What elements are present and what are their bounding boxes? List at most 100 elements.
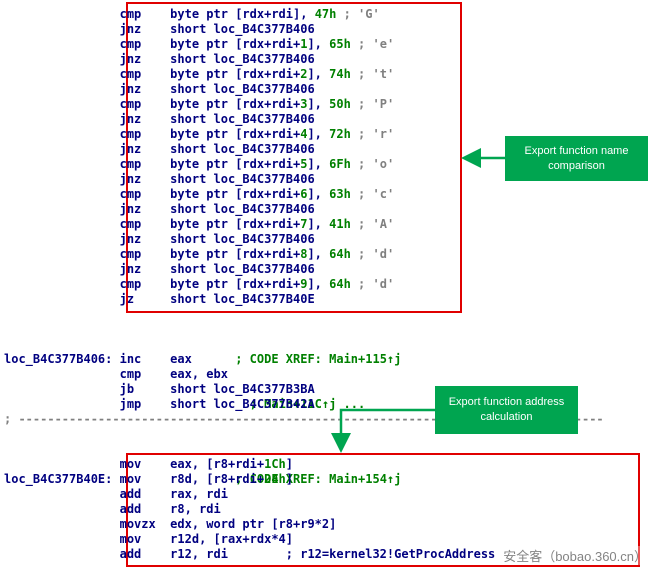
label-loc-40e[interactable]: loc_B4C377B40E: bbox=[4, 472, 113, 486]
asm-line[interactable]: mov r8d, [r8+rdi+24h] bbox=[119, 472, 294, 486]
char-comment: ; 'P' bbox=[350, 97, 395, 111]
operand: short loc_B4C377B406 bbox=[170, 112, 315, 126]
mnemonic: cmp bbox=[119, 247, 171, 261]
mnemonic: cmp bbox=[119, 187, 171, 201]
label-loc-406[interactable]: loc_B4C377B406: bbox=[4, 352, 113, 366]
asm-line[interactable]: jb short loc_B4C377B3BA bbox=[4, 382, 315, 397]
asm-line[interactable]: jnz short loc_B4C377B406 bbox=[4, 232, 394, 247]
asm-line[interactable]: jmp short loc_B4C377B42A bbox=[4, 397, 315, 412]
operand: byte ptr [rdx+rdi+ bbox=[170, 157, 301, 171]
mnemonic: add bbox=[119, 487, 171, 501]
mnemonic: jnz bbox=[119, 82, 171, 96]
asm-line[interactable]: cmp byte ptr [rdx+rdi+8], 64h ; 'd' bbox=[119, 247, 395, 261]
callout-address-calculation-text: Export function address calculation bbox=[448, 396, 565, 423]
asm-line[interactable]: cmp byte ptr [rdx+rdi+9], 64h ; 'd' bbox=[119, 277, 395, 291]
operand: eax, ebx bbox=[170, 367, 228, 381]
mnemonic: mov bbox=[119, 472, 171, 486]
operand: short loc_B4C377B406 bbox=[170, 52, 315, 66]
operand: byte ptr [rdx+rdi+ bbox=[170, 247, 301, 261]
operand: byte ptr [rdx+rdi+ bbox=[170, 277, 301, 291]
asm-line[interactable]: jnz short loc_B4C377B406 bbox=[4, 112, 394, 127]
watermark: 安全客（bobao.360.cn） bbox=[503, 546, 647, 565]
immediate-value: 64h bbox=[329, 277, 351, 291]
operand: short loc_B4C377B406 bbox=[170, 172, 315, 186]
mnemonic: add bbox=[119, 547, 171, 561]
mnemonic: cmp bbox=[119, 217, 171, 231]
asm-line[interactable]: cmp byte ptr [rdx+rdi], 47h ; 'G' bbox=[119, 7, 380, 21]
asm-line[interactable]: jnz short loc_B4C377B406 bbox=[4, 22, 394, 37]
immediate-value: 74h bbox=[329, 67, 351, 81]
mnemonic: jnz bbox=[119, 142, 171, 156]
asm-line[interactable]: cmp byte ptr [rdx+rdi+3], 50h ; 'P' bbox=[119, 97, 395, 111]
char-comment: ; 'c' bbox=[350, 187, 395, 201]
mnemonic: mov bbox=[119, 457, 171, 471]
asm-line[interactable]: jnz short loc_B4C377B406 bbox=[4, 172, 394, 187]
operand: byte ptr [rdx+rdi+ bbox=[170, 217, 301, 231]
asm-line[interactable]: jz short loc_B4C377B40E bbox=[4, 292, 394, 307]
asm-line[interactable]: jnz short loc_B4C377B406 bbox=[4, 202, 394, 217]
asm-line[interactable]: mov eax, [r8+rdi+1Ch] bbox=[119, 457, 294, 471]
mnemonic: cmp bbox=[119, 127, 171, 141]
asm-line[interactable]: cmp eax, ebx bbox=[4, 367, 315, 382]
asm-line[interactable]: cmp byte ptr [rdx+rdi+5], 6Fh ; 'o' bbox=[119, 157, 395, 171]
asm-line[interactable]: jnz short loc_B4C377B406 bbox=[4, 142, 394, 157]
offset-number: 3 bbox=[300, 97, 308, 111]
mnemonic: cmp bbox=[119, 67, 171, 81]
operand: short loc_B4C377B406 bbox=[170, 82, 315, 96]
mnemonic: jb bbox=[119, 382, 171, 396]
immediate-value: 6Fh bbox=[329, 157, 351, 171]
asm-line[interactable]: cmp byte ptr [rdx+rdi+6], 63h ; 'c' bbox=[119, 187, 395, 201]
operand: rax, rdi bbox=[170, 487, 228, 501]
asm-line[interactable]: mov r12d, [rax+rdx*4] bbox=[4, 532, 495, 547]
offset-number: 1Ch bbox=[264, 457, 286, 471]
operand: short loc_B4C377B406 bbox=[170, 232, 315, 246]
offset-number: 4 bbox=[300, 127, 308, 141]
char-comment: ; 't' bbox=[350, 67, 395, 81]
offset-number: 5 bbox=[300, 157, 308, 171]
callout-address-calculation: Export function address calculation bbox=[435, 386, 578, 434]
asm-line[interactable]: add r12, rdi ; r12=kernel32!GetProcAddre… bbox=[4, 547, 496, 562]
asm-line[interactable]: add rax, rdi bbox=[4, 487, 495, 502]
mnemonic: movzx bbox=[119, 517, 171, 531]
loc-40e-section: loc_B4C377B40E: ; CODE XREF: Main+154↑j bbox=[4, 442, 401, 502]
asm-line[interactable]: cmp byte ptr [rdx+rdi+1], 65h ; 'e' bbox=[119, 37, 395, 51]
asm-line[interactable]: inc eax bbox=[4, 352, 315, 367]
mnemonic: mov bbox=[119, 532, 171, 546]
operand: short loc_B4C377B406 bbox=[170, 202, 315, 216]
asm-line[interactable]: movzx edx, word ptr [r8+r9*2] bbox=[4, 517, 495, 532]
callout-name-comparison-text: Export function name comparison bbox=[524, 144, 629, 172]
operand: byte ptr [rdx+rdi+ bbox=[170, 187, 301, 201]
asm-line[interactable]: jnz short loc_B4C377B406 bbox=[4, 262, 394, 277]
mnemonic: jnz bbox=[119, 262, 171, 276]
result-comment: ; r12=kernel32!GetProcAddress bbox=[227, 547, 496, 561]
asm-line[interactable]: cmp byte ptr [rdx+rdi+7], 41h ; 'A' bbox=[119, 217, 395, 231]
callout-name-comparison: Export function name comparison bbox=[505, 136, 648, 181]
xref-loc-406-1[interactable]: ; CODE XREF: Main+115↑j bbox=[235, 352, 402, 366]
immediate-value: 50h bbox=[329, 97, 351, 111]
mnemonic: inc bbox=[119, 352, 171, 366]
asm-line[interactable]: add r8, rdi bbox=[4, 502, 495, 517]
mnemonic: jz bbox=[119, 292, 171, 306]
offset-number: 1 bbox=[300, 37, 308, 51]
immediate-value: 41h bbox=[329, 217, 351, 231]
operand: r8d, [r8+rdi+ bbox=[170, 472, 265, 486]
operand: byte ptr [rdx+rdi bbox=[170, 7, 293, 21]
mnemonic: add bbox=[119, 502, 171, 516]
asm-line[interactable]: cmp byte ptr [rdx+rdi+2], 74h ; 't' bbox=[119, 67, 395, 81]
operand: eax bbox=[170, 352, 192, 366]
mnemonic: jnz bbox=[119, 52, 171, 66]
mnemonic: cmp bbox=[119, 97, 171, 111]
loc-406-section: loc_B4C377B406: ; CODE XREF: Main+115↑j … bbox=[4, 322, 401, 427]
mnemonic: cmp bbox=[119, 277, 171, 291]
xref-loc-406-2[interactable]: ; Main+11C↑j ... bbox=[249, 397, 366, 411]
operand: r8, rdi bbox=[170, 502, 221, 516]
operand: edx, word ptr [r8+r9*2] bbox=[170, 517, 337, 531]
xref-loc-40e[interactable]: ; CODE XREF: Main+154↑j bbox=[235, 472, 402, 486]
asm-line[interactable]: jnz short loc_B4C377B406 bbox=[4, 52, 394, 67]
asm-line[interactable]: cmp byte ptr [rdx+rdi+4], 72h ; 'r' bbox=[119, 127, 395, 141]
operand: byte ptr [rdx+rdi+ bbox=[170, 127, 301, 141]
immediate-value: 65h bbox=[329, 37, 351, 51]
mnemonic: jnz bbox=[119, 202, 171, 216]
asm-line[interactable]: jnz short loc_B4C377B406 bbox=[4, 82, 394, 97]
offset-number: 6 bbox=[300, 187, 308, 201]
